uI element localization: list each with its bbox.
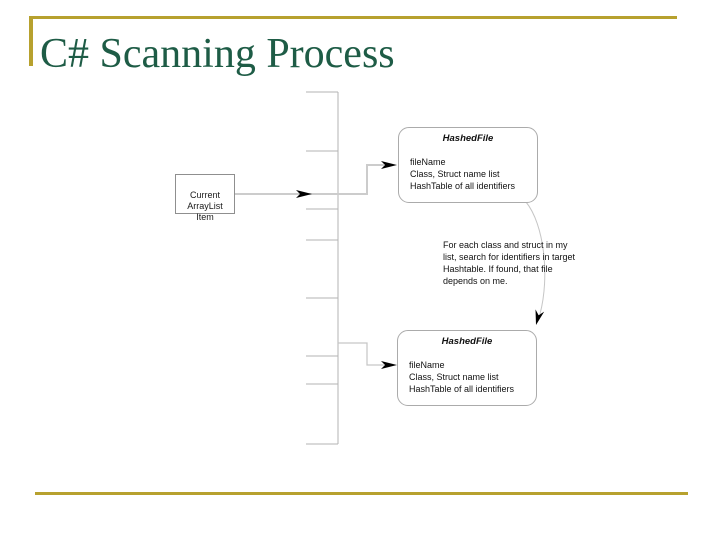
scanning-annotation: For each class and struct in my list, se… <box>443 240 576 286</box>
hashedfile-fields: fileName Class, Struct name list HashTab… <box>410 156 534 192</box>
left-accent-bar <box>29 16 33 66</box>
arrowhead-dependency <box>535 309 545 325</box>
bottom-accent-rule <box>35 492 688 495</box>
hashedfile-field-hashtable: HashTable of all identifiers <box>409 384 515 394</box>
arrowhead-top-box <box>381 161 397 169</box>
hashedfile-field-filename: fileName <box>410 157 446 167</box>
dependency-curve <box>525 201 546 315</box>
top-accent-rule <box>30 16 677 19</box>
current-arraylist-item-box: Current ArrayList Item <box>175 174 235 222</box>
hashedfile-title: HashedFile <box>441 336 493 347</box>
arrowhead-bottom-box <box>381 361 397 369</box>
arrowhead-current-item <box>296 190 312 198</box>
hashedfile-field-filename: fileName <box>409 360 445 370</box>
hashedfile-field-class-struct-list: Class, Struct name list <box>410 169 500 179</box>
hashedfile-fields: fileName Class, Struct name list HashTab… <box>409 359 533 395</box>
hashedfile-field-class-struct-list: Class, Struct name list <box>409 372 499 382</box>
arraylist-spine <box>306 91 339 445</box>
hashedfile-field-hashtable: HashTable of all identifiers <box>410 181 516 191</box>
slide-title: C# Scanning Process <box>40 31 395 77</box>
spine-to-bottom-box-connector <box>338 342 384 366</box>
hashedfile-box-bottom: HashedFile fileName Class, Struct name l… <box>397 330 537 406</box>
hashedfile-title: HashedFile <box>442 133 494 144</box>
hashedfile-box-top: HashedFile fileName Class, Struct name l… <box>398 127 538 203</box>
current-item-to-top-box-connector <box>234 164 384 195</box>
current-arraylist-item-label: Current ArrayList Item <box>187 190 223 222</box>
